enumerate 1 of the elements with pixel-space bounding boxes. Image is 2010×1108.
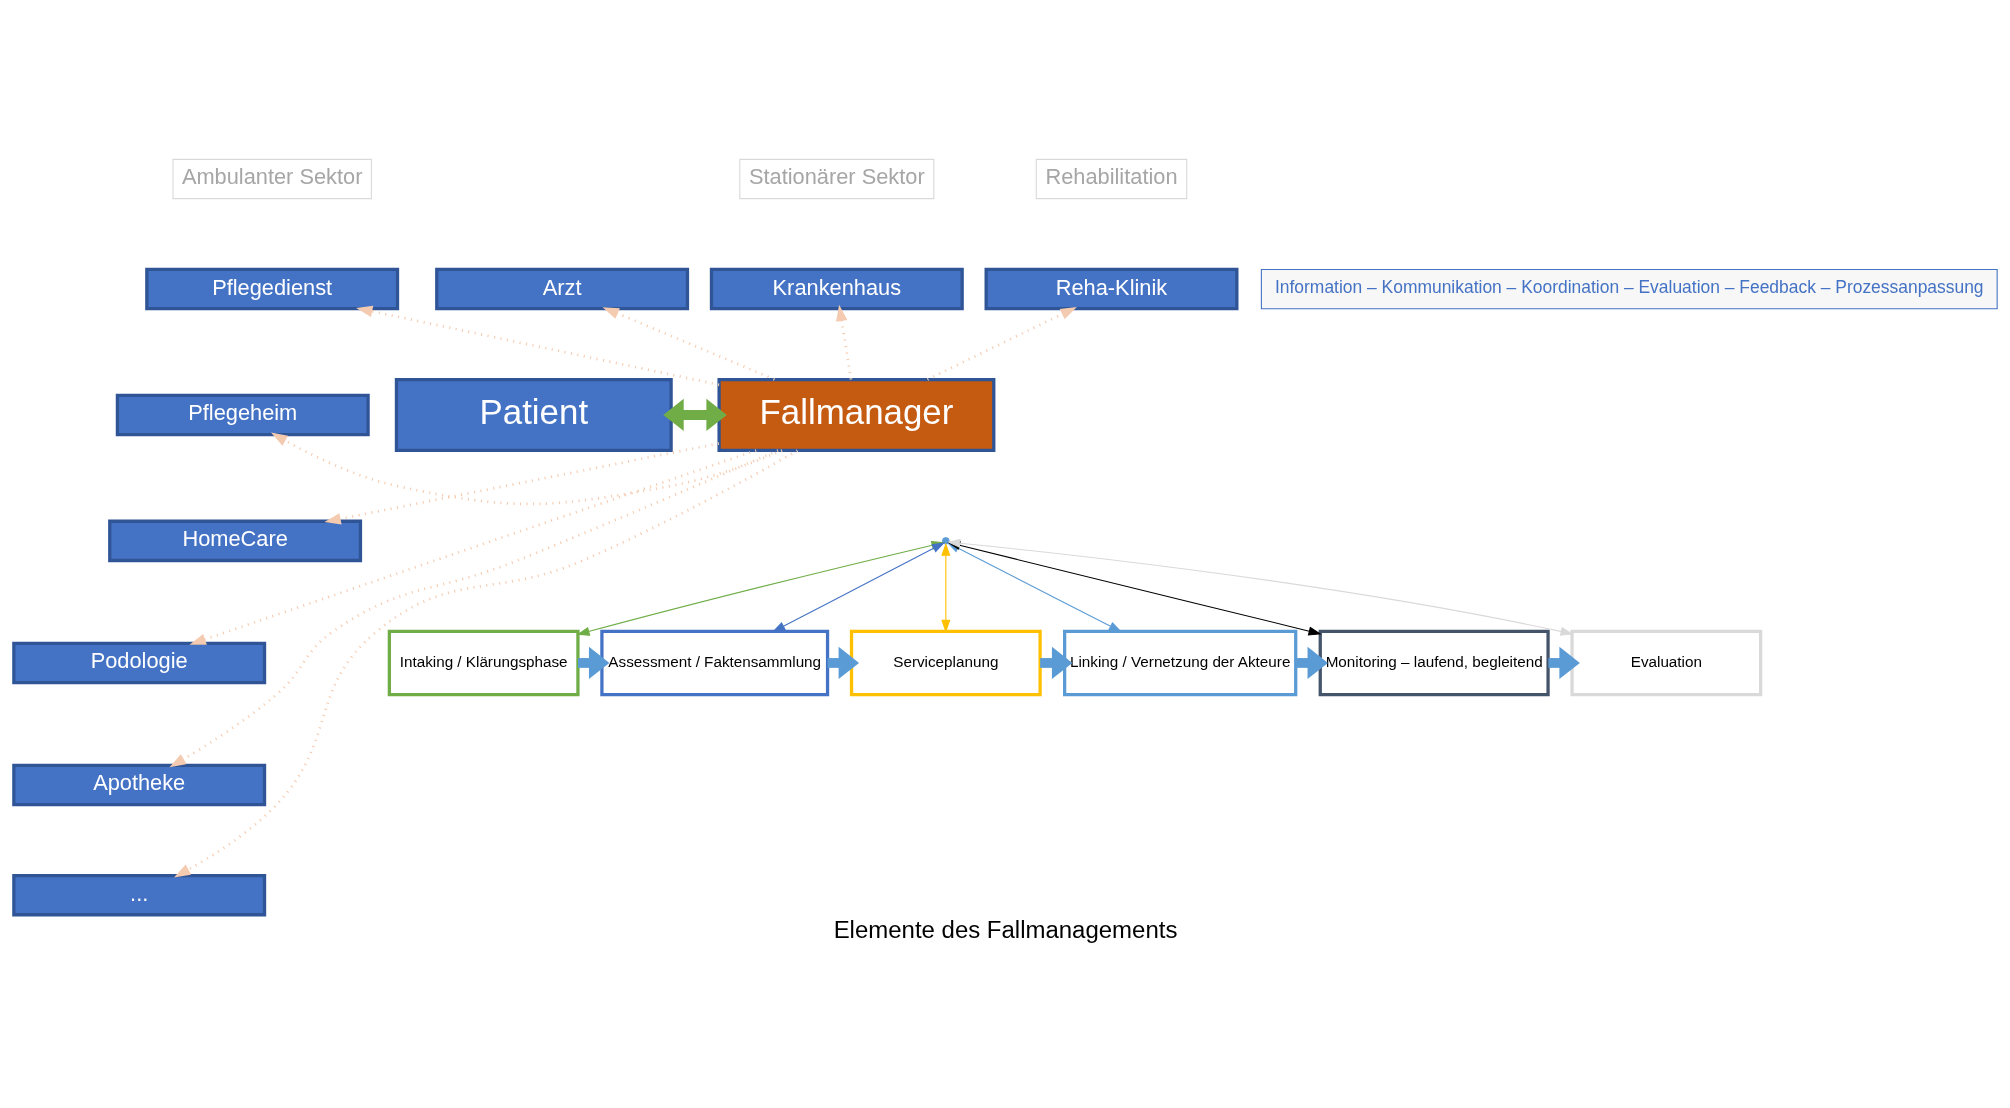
caption: Elemente des Fallmanagements	[833, 915, 1177, 943]
